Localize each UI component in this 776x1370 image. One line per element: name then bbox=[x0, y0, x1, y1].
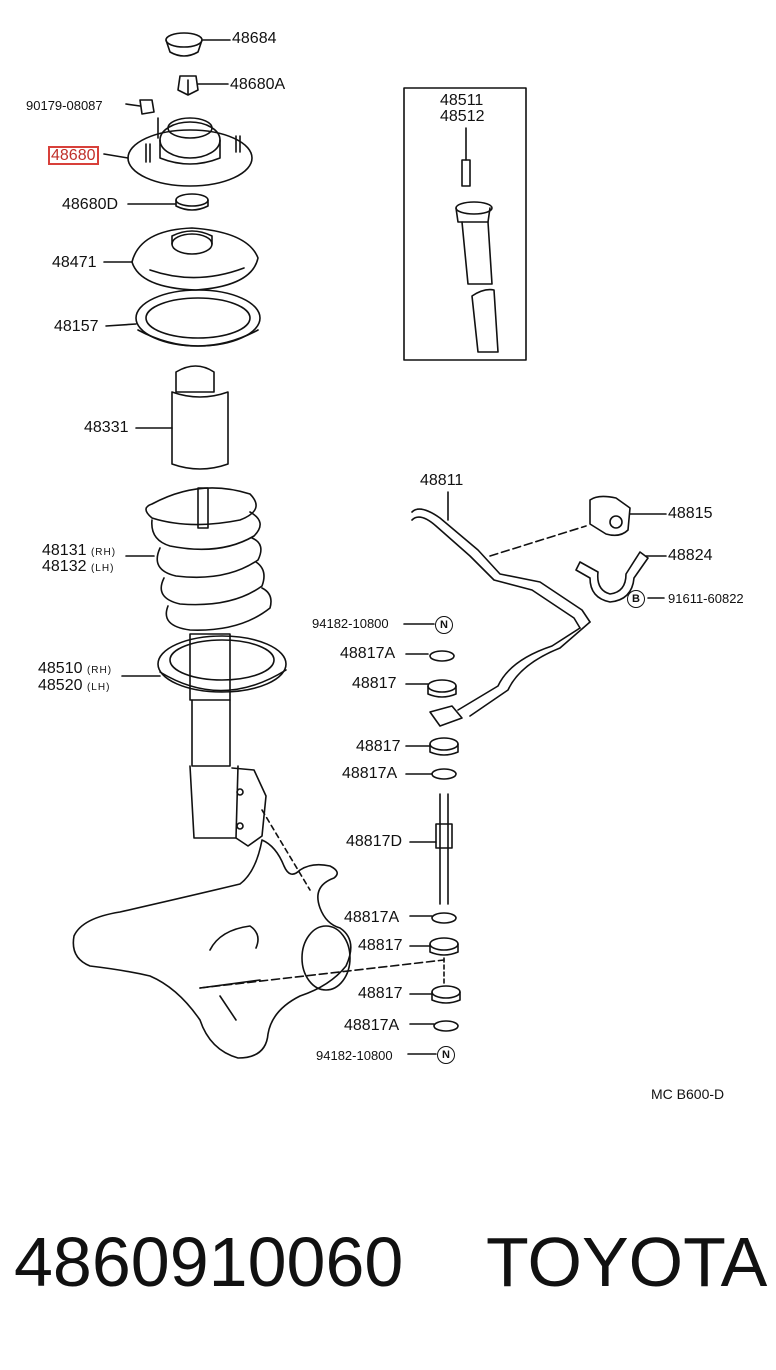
coil-spring-48131 bbox=[125, 487, 272, 631]
bushing-48815 bbox=[589, 495, 667, 537]
washer-48680D bbox=[127, 193, 209, 211]
nut-90179 bbox=[125, 99, 155, 115]
label-48680A: 48680A bbox=[230, 76, 286, 93]
footer-part-number: 4860910060 bbox=[14, 1223, 404, 1301]
label-48817A-3: 48817A bbox=[344, 909, 400, 926]
label-48817-4: 48817 bbox=[358, 985, 403, 1002]
label-48131: 48131 bbox=[42, 542, 87, 559]
label-48511: 48511 bbox=[440, 92, 484, 109]
label-94182-bottom: 94182-10800 bbox=[316, 1048, 393, 1063]
label-48811: 48811 bbox=[420, 472, 464, 489]
label-48817A-4: 48817A bbox=[344, 1017, 400, 1034]
label-48520: 48520 bbox=[38, 677, 83, 694]
circle-b-icon: B bbox=[627, 590, 645, 608]
label-94182-top: 94182-10800 bbox=[312, 616, 389, 631]
label-91611-60822: 91611-60822 bbox=[668, 591, 744, 606]
label-48817-1: 48817 bbox=[352, 675, 397, 692]
label-48131-rh: 48131 (RH) bbox=[42, 542, 116, 562]
cap-48684 bbox=[165, 32, 231, 57]
label-48132: 48132 bbox=[42, 558, 87, 575]
label-48132-lh: 48132 (LH) bbox=[42, 558, 114, 578]
bracket-48824 bbox=[575, 551, 667, 603]
nut-48680A bbox=[177, 75, 229, 96]
stabilizer-bar-48811 bbox=[411, 491, 591, 717]
label-48817D: 48817D bbox=[346, 833, 403, 850]
label-48510-rh: 48510 (RH) bbox=[38, 660, 112, 680]
label-48817A-1: 48817A bbox=[340, 645, 396, 662]
label-48817-2: 48817 bbox=[356, 738, 401, 755]
lh-note: (LH) bbox=[90, 563, 115, 574]
label-48510: 48510 bbox=[38, 660, 83, 677]
label-48512: 48512 bbox=[440, 108, 485, 125]
diagram-code: MC B600-D bbox=[651, 1086, 725, 1102]
label-48824: 48824 bbox=[668, 547, 713, 564]
support-48680 bbox=[103, 117, 253, 187]
circle-n-icon: N bbox=[435, 616, 453, 634]
footer-brand: TOYOTA bbox=[486, 1223, 768, 1301]
circle-n-icon-2: N bbox=[437, 1046, 455, 1064]
insulator-48157 bbox=[105, 289, 261, 347]
shock-absorber-box bbox=[403, 87, 527, 361]
bumper-48331 bbox=[135, 365, 229, 470]
seat-48471 bbox=[103, 227, 259, 291]
label-48680-highlighted: 48680 bbox=[48, 146, 99, 165]
label-48331: 48331 bbox=[84, 419, 129, 436]
label-48471: 48471 bbox=[52, 254, 97, 271]
rh-note: (RH) bbox=[90, 547, 117, 558]
link-stack bbox=[199, 597, 665, 1055]
label-48817-3: 48817 bbox=[358, 937, 403, 954]
lh-note-2: (LH) bbox=[86, 682, 111, 693]
label-48815: 48815 bbox=[668, 505, 713, 522]
label-48680D: 48680D bbox=[62, 196, 119, 213]
label-48684: 48684 bbox=[232, 30, 277, 47]
strut-48510 bbox=[121, 633, 287, 847]
label-48157: 48157 bbox=[54, 318, 99, 335]
label-48817A-2: 48817A bbox=[342, 765, 398, 782]
knuckle bbox=[72, 809, 352, 1059]
rh-note-2: (RH) bbox=[86, 665, 113, 676]
label-48520-lh: 48520 (LH) bbox=[38, 677, 110, 697]
label-90179-08087: 90179-08087 bbox=[26, 98, 103, 113]
